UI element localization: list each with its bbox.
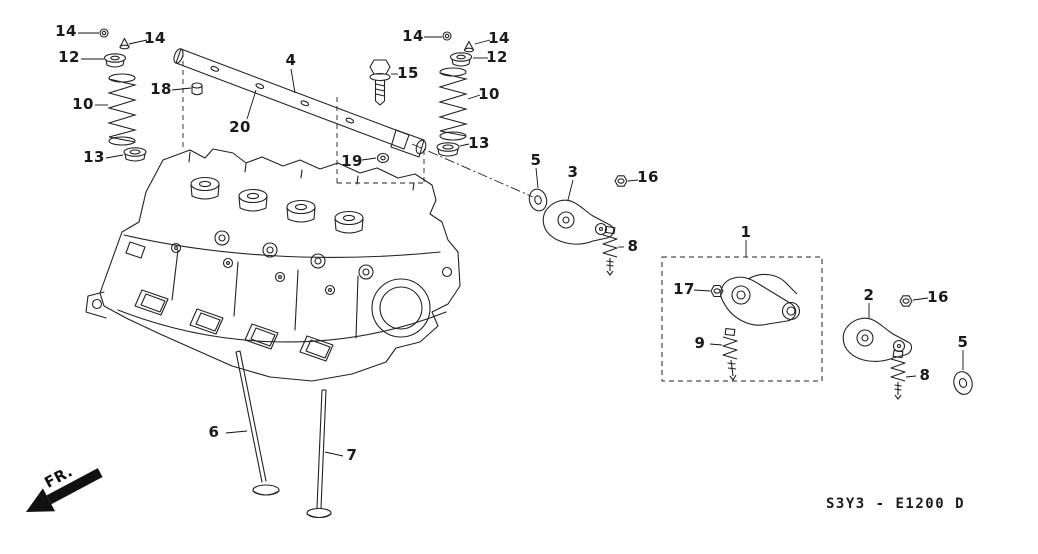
- valve-spring-left-art: [99, 28, 147, 162]
- valves-art: [235, 350, 332, 519]
- rocker-arm-2-art: [842, 295, 973, 400]
- diagram-code: S3Y3 - E1200 D: [826, 496, 966, 512]
- rocker-shaft-art: [173, 48, 427, 164]
- leader-lines: [78, 32, 964, 457]
- fr-arrow-icon: [26, 468, 103, 512]
- construction-lines: [182, 52, 534, 198]
- cylinder-head-art: [85, 148, 461, 382]
- rocker-arm-3-art: [528, 175, 628, 276]
- rocker-assembly-1-art: [661, 256, 823, 382]
- valve-spring-right-art: [436, 31, 475, 157]
